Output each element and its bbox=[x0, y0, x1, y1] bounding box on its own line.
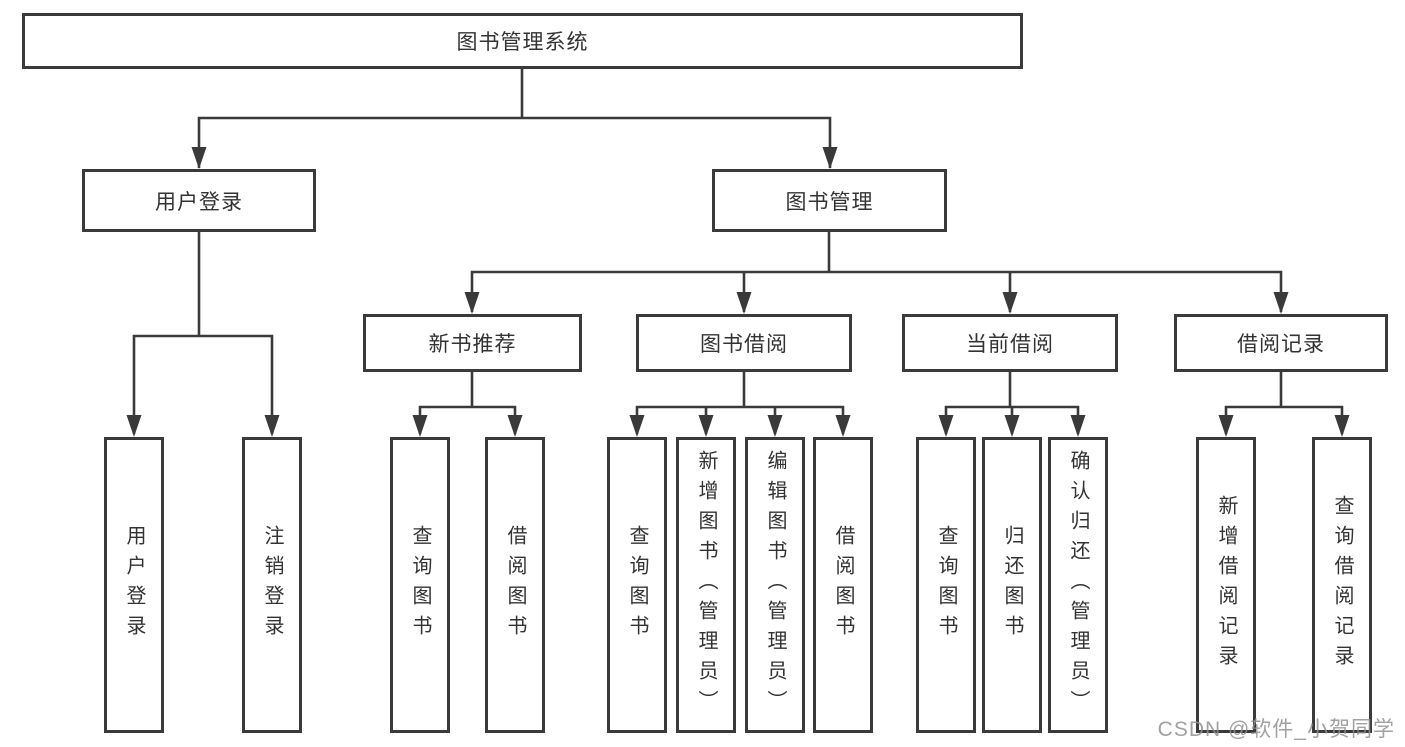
node-current-borrow-label: 当前借阅 bbox=[966, 333, 1054, 356]
node-borrow-records-label: 借阅记录 bbox=[1237, 333, 1325, 356]
node-user-login-label: 用户登录 bbox=[155, 190, 243, 214]
leaf-user-login-label: 用户登录 bbox=[123, 525, 145, 645]
leaf-search-borrow-record: 查询借阅记录 bbox=[1312, 437, 1372, 733]
node-new-book-recommend: 新书推荐 bbox=[363, 314, 582, 372]
leaf-add-borrow-record: 新增借阅记录 bbox=[1196, 437, 1256, 733]
leaf-search-book-recommend: 查询图书 bbox=[390, 437, 450, 733]
leaf-add-book-admin-label: 新增图书（管理员） bbox=[695, 450, 717, 720]
leaf-user-login: 用户登录 bbox=[104, 437, 164, 733]
node-new-book-recommend-label: 新书推荐 bbox=[428, 333, 517, 356]
node-user-login: 用户登录 bbox=[82, 169, 316, 232]
node-book-borrow-label: 图书借阅 bbox=[700, 333, 788, 356]
leaf-edit-book-admin: 编辑图书（管理员） bbox=[745, 437, 805, 733]
node-borrow-records: 借阅记录 bbox=[1174, 314, 1388, 372]
leaf-search-book-borrow: 查询图书 bbox=[607, 437, 667, 733]
node-book-borrow: 图书借阅 bbox=[636, 314, 852, 372]
leaf-search-book-current: 查询图书 bbox=[916, 437, 976, 733]
leaf-borrow-book-recommend: 借阅图书 bbox=[485, 437, 545, 733]
leaf-search-book-borrow-label: 查询图书 bbox=[626, 525, 648, 645]
leaf-edit-book-admin-label: 编辑图书（管理员） bbox=[764, 450, 786, 720]
leaf-confirm-return-admin-label: 确认归还（管理员） bbox=[1067, 450, 1089, 720]
leaf-logout-label: 注销登录 bbox=[261, 525, 283, 645]
leaf-search-book-recommend-label: 查询图书 bbox=[409, 525, 431, 645]
leaf-borrow-book-recommend-label: 借阅图书 bbox=[504, 525, 526, 645]
node-root: 图书管理系统 bbox=[22, 13, 1023, 69]
arrowheads bbox=[126, 147, 1350, 437]
node-book-management: 图书管理 bbox=[712, 169, 947, 232]
leaf-borrow-book-label: 借阅图书 bbox=[832, 525, 854, 645]
node-book-management-label: 图书管理 bbox=[785, 190, 874, 214]
leaf-search-book-current-label: 查询图书 bbox=[935, 525, 957, 645]
csdn-watermark: CSDN @软件_小贺同学 bbox=[1157, 718, 1395, 741]
leaf-borrow-book: 借阅图书 bbox=[813, 437, 873, 733]
leaf-return-book: 归还图书 bbox=[982, 437, 1042, 733]
node-current-borrow: 当前借阅 bbox=[902, 314, 1118, 372]
leaf-logout: 注销登录 bbox=[242, 437, 302, 733]
leaf-search-borrow-record-label: 查询借阅记录 bbox=[1331, 495, 1353, 675]
leaf-return-book-label: 归还图书 bbox=[1001, 525, 1023, 645]
leaf-add-book-admin: 新增图书（管理员） bbox=[676, 437, 736, 733]
leaf-confirm-return-admin: 确认归还（管理员） bbox=[1048, 437, 1108, 733]
node-root-label: 图书管理系统 bbox=[456, 31, 589, 54]
leaf-add-borrow-record-label: 新增借阅记录 bbox=[1215, 495, 1237, 675]
